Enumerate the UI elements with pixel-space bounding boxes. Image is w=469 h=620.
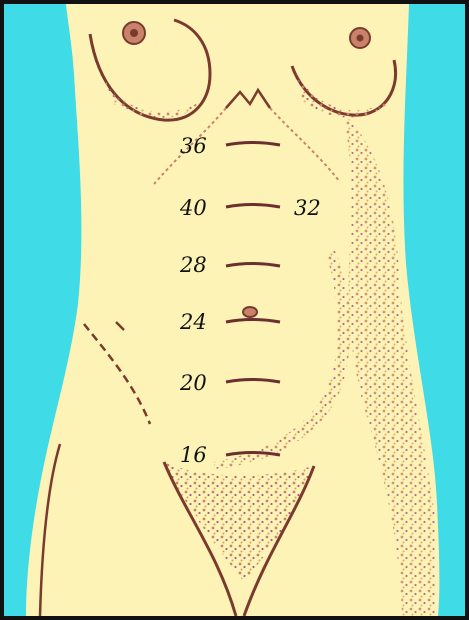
label-40: 40 [179, 196, 207, 220]
navel [243, 307, 257, 317]
right-nipple-center [357, 35, 364, 42]
label-16: 16 [180, 443, 207, 467]
label-28: 28 [179, 253, 207, 277]
label-32: 32 [294, 196, 321, 220]
label-36: 36 [180, 134, 207, 158]
label-20: 20 [179, 371, 207, 395]
label-24: 24 [179, 310, 207, 334]
left-nipple-center [130, 29, 138, 37]
torso-illustration: 36 40 32 28 24 20 16 [4, 4, 465, 616]
